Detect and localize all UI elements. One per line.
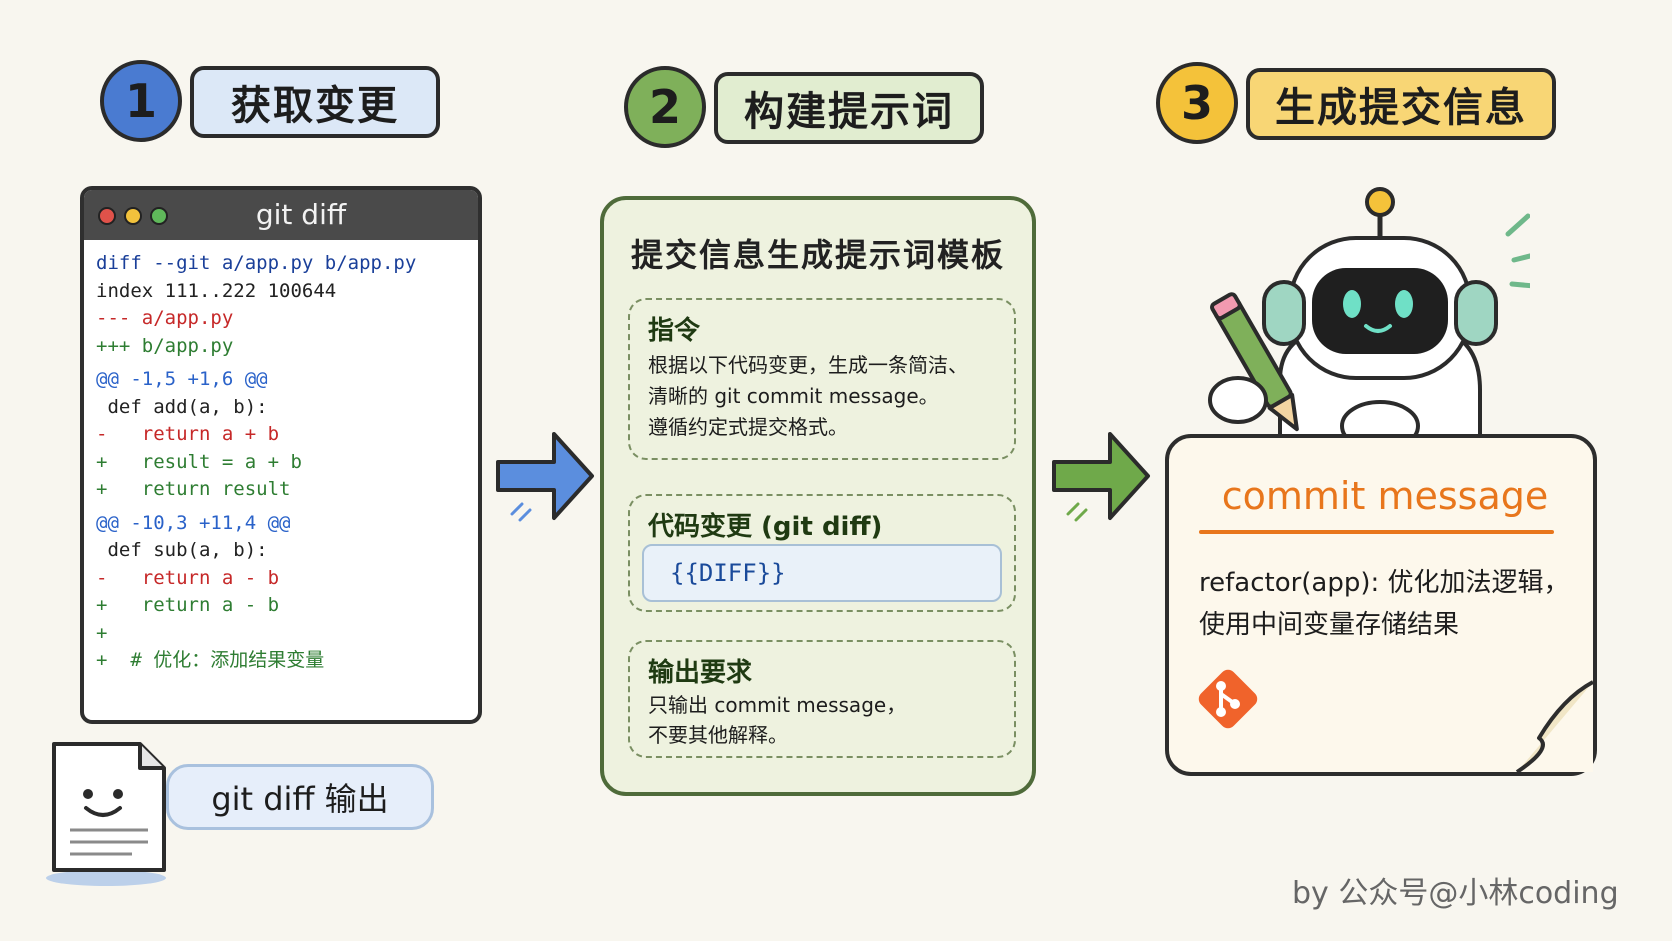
minimize-dot-icon	[124, 207, 142, 225]
commit-card-text: refactor(app): 优化加法逻辑， 使用中间变量存储结果	[1199, 568, 1570, 640]
terminal-title-bar: git diff	[84, 190, 478, 240]
maximize-dot-icon	[150, 207, 168, 225]
instruction-title: 指令	[648, 316, 701, 346]
diff-line: diff --git a/app.py b/app.py	[96, 252, 417, 274]
git-logo-icon	[1198, 669, 1258, 729]
git-diff-output-label: git diff 输出	[166, 764, 434, 830]
diff-line: - return a + b	[96, 423, 280, 445]
commit-message-card: commit message refactor(app): 优化加法逻辑， 使用…	[1165, 434, 1597, 776]
instruction-box: 指令 根据以下代码变更，生成一条简洁、 清晰的 git commit messa…	[628, 298, 1016, 460]
step-2-label: 构建提示词	[714, 72, 984, 144]
diff-line: index 111..222 100644	[96, 279, 337, 302]
close-dot-icon	[98, 207, 116, 225]
diff-title: 代码变更 (git diff)	[648, 512, 883, 542]
diff-box: 代码变更 (git diff) {{DIFF}}	[628, 494, 1016, 612]
step-1-label: 获取变更	[190, 66, 440, 138]
diff-line: + # 优化：添加结果变量	[96, 649, 325, 671]
step-1-number: 1	[100, 60, 182, 142]
step-3-label: 生成提交信息	[1246, 68, 1556, 140]
diff-line: - return a - b	[96, 566, 280, 589]
diff-line: +++ b/app.py	[96, 334, 234, 357]
diff-line: @@ -1,5 +1,6 @@	[96, 368, 268, 390]
diff-line: def add(a, b):	[96, 395, 268, 418]
step-2-number: 2	[624, 66, 706, 148]
commit-card-title: commit message	[1221, 474, 1549, 518]
commit-card-underline	[1199, 530, 1554, 534]
diff-placeholder-field: {{DIFF}}	[642, 544, 1002, 602]
diff-line: +	[96, 621, 108, 644]
output-text: 只输出 commit message， 不要其他解释。	[648, 693, 907, 747]
diff-line: + return result	[96, 478, 291, 500]
output-title: 输出要求	[648, 658, 753, 688]
robot-icon	[1208, 187, 1530, 460]
diff-line: def sub(a, b):	[96, 539, 268, 561]
arrow-right-icon	[496, 432, 594, 522]
diff-line: + return a - b	[96, 594, 280, 616]
output-requirements-box: 输出要求 只输出 commit message， 不要其他解释。	[628, 640, 1016, 758]
instruction-text: 根据以下代码变更，生成一条简洁、 清晰的 git commit message。…	[648, 353, 968, 439]
page-curl-icon	[1515, 680, 1594, 774]
arrow-right-icon	[1052, 432, 1150, 522]
author-credit: by 公众号@小林coding	[1292, 876, 1619, 911]
step-3-number: 3	[1156, 62, 1238, 144]
diff-line: --- a/app.py	[96, 307, 234, 329]
terminal-title: git diff	[255, 198, 347, 231]
prompt-template-panel: 提交信息生成提示词模板 指令 根据以下代码变更，生成一条简洁、 清晰的 git …	[600, 196, 1036, 796]
diff-line: @@ -10,3 +11,4 @@	[96, 511, 291, 534]
diff-line: + result = a + b	[96, 450, 302, 473]
diff-code: diff --git a/app.py b/app.py index 111..2…	[84, 240, 478, 675]
panel-title: 提交信息生成提示词模板	[630, 236, 1005, 274]
document-icon	[46, 742, 166, 886]
git-diff-terminal: git diff diff --git a/app.py b/app.py ind…	[80, 186, 482, 724]
